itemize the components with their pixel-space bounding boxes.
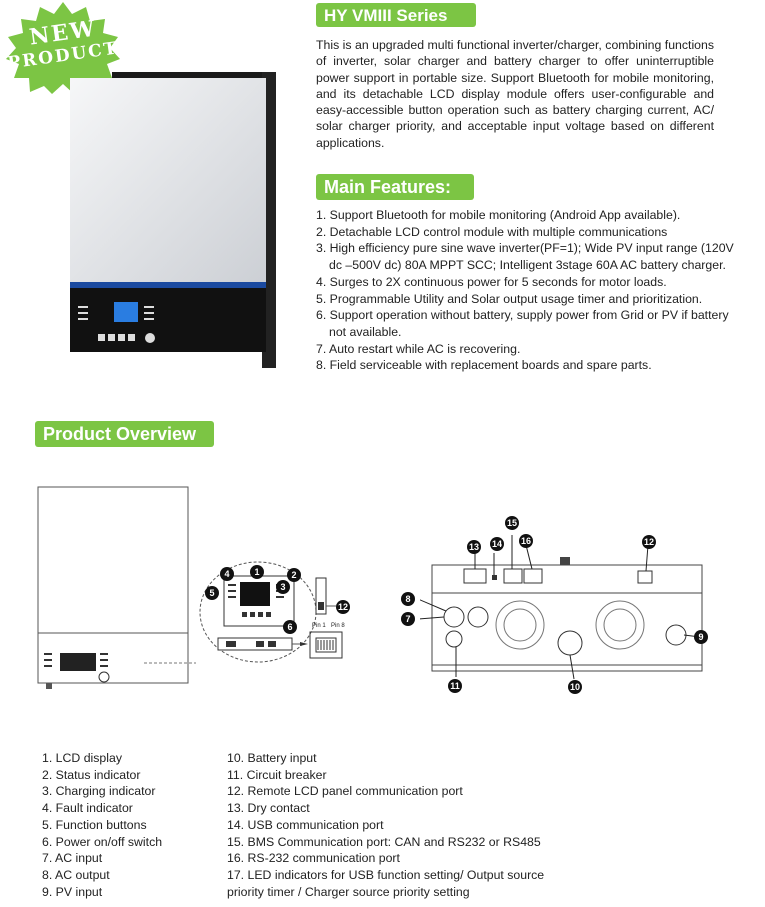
legend-item: 16. RS-232 communication port bbox=[227, 851, 400, 866]
overview-title: Product Overview bbox=[43, 424, 197, 444]
legend-item: 2. Status indicator bbox=[42, 767, 141, 782]
callout-2: 2 bbox=[287, 568, 301, 582]
front-view-diagram bbox=[37, 486, 196, 689]
series-title-bar: HY VMIII Series bbox=[316, 3, 476, 27]
feature-item: 6. Support operation without battery, su… bbox=[316, 308, 729, 339]
callout-14: 14 bbox=[490, 537, 504, 551]
legend-item: 3. Charging indicator bbox=[42, 784, 156, 799]
bottom-view-diagram bbox=[420, 535, 703, 680]
legend-item: 14. USB communication port bbox=[227, 817, 384, 832]
feature-item: 3. High efficiency pure sine wave invert… bbox=[316, 241, 734, 273]
inverter-photo bbox=[70, 72, 276, 368]
series-description: This is an upgraded multi functional inv… bbox=[316, 38, 714, 150]
callout-7: 7 bbox=[401, 612, 415, 626]
feature-item: 8. Field serviceable with replacement bo… bbox=[316, 358, 652, 373]
legend-left: 1. LCD display 2. Status indicator 3. Ch… bbox=[42, 750, 222, 900]
legend-item: 13. Dry contact bbox=[227, 801, 310, 816]
legend-item: 17. LED indicators for USB function sett… bbox=[227, 867, 545, 899]
callout-12-small: 12 bbox=[336, 600, 350, 614]
feature-item: 1. Support Bluetooth for mobile monitori… bbox=[316, 208, 681, 222]
feature-item: 2. Detachable LCD control module with mu… bbox=[316, 224, 668, 239]
legend-item: 1. LCD display bbox=[42, 751, 122, 765]
pin8-label: Pin 8 bbox=[331, 623, 345, 629]
callout-5: 5 bbox=[205, 586, 219, 600]
callout-10: 10 bbox=[568, 680, 582, 694]
legend-item: 5. Function buttons bbox=[42, 817, 147, 832]
callout-1: 1 bbox=[250, 565, 264, 579]
callout-11: 11 bbox=[448, 679, 462, 693]
callout-3: 3 bbox=[276, 580, 290, 594]
feature-item: 4. Surges to 2X continuous power for 5 s… bbox=[316, 274, 667, 289]
legend-item: 10. Battery input bbox=[227, 751, 317, 765]
legend-item: 6. Power on/off switch bbox=[42, 834, 163, 849]
callout-12: 12 bbox=[642, 535, 656, 549]
callout-15: 15 bbox=[505, 516, 519, 530]
legend-item: 9. PV input bbox=[42, 884, 103, 899]
legend-right: 10. Battery input 11. Circuit breaker 12… bbox=[227, 750, 567, 900]
features-title-bar: Main Features: bbox=[316, 174, 474, 200]
legend-item: 12. Remote LCD panel communication port bbox=[227, 784, 463, 799]
callout-16: 16 bbox=[519, 534, 533, 548]
legend-item: 15. BMS Communication port: CAN and RS23… bbox=[227, 834, 541, 849]
legend-item: 11. Circuit breaker bbox=[227, 767, 327, 782]
legend-item: 7. AC input bbox=[42, 851, 103, 866]
callout-13: 13 bbox=[467, 540, 481, 554]
starburst-shape bbox=[6, 2, 120, 94]
legend-item: 4. Fault indicator bbox=[42, 801, 133, 816]
series-title: HY VMIII Series bbox=[324, 6, 448, 25]
callout-6: 6 bbox=[283, 620, 297, 634]
overview-title-bar: Product Overview bbox=[35, 421, 214, 447]
feature-item: 5. Programmable Utility and Solar output… bbox=[316, 291, 703, 306]
callout-8: 8 bbox=[401, 592, 415, 606]
features-title: Main Features: bbox=[324, 177, 452, 197]
callout-4: 4 bbox=[220, 567, 234, 581]
pin1-label: Pin 1 bbox=[312, 623, 326, 629]
new-product-badge: NEW PRODUCT bbox=[2, 2, 124, 94]
callout-9: 9 bbox=[694, 630, 708, 644]
feature-item: 7. Auto restart while AC is recovering. bbox=[316, 341, 521, 356]
features-list: 1. Support Bluetooth for mobile monitori… bbox=[316, 207, 746, 374]
legend-item: 8. AC output bbox=[42, 867, 110, 882]
